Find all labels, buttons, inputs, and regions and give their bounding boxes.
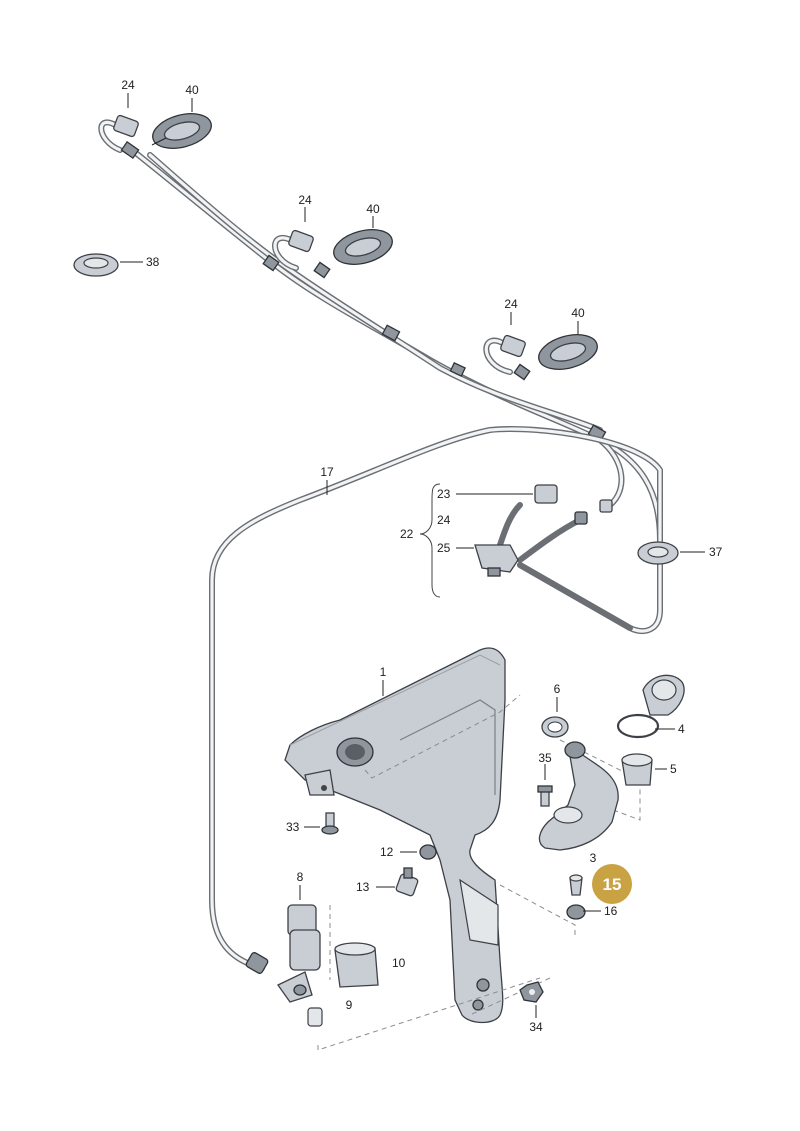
callout-leaders	[120, 93, 705, 1018]
highlighted-callout-15: 15	[592, 864, 632, 904]
callout-40: 40	[571, 306, 585, 320]
callout-23: 23	[437, 487, 451, 501]
nut-34	[519, 981, 544, 1003]
callout-24: 24	[121, 78, 135, 92]
callout-9: 9	[346, 998, 353, 1012]
part-15-small	[569, 874, 583, 896]
callout-12: 12	[380, 845, 394, 859]
callout-25: 25	[437, 541, 451, 555]
callout-38: 38	[146, 255, 160, 269]
assembly-guides	[317, 694, 641, 1051]
callout-3: 3	[590, 851, 597, 865]
callout-33: 33	[286, 820, 300, 834]
callout-6: 6	[554, 682, 561, 696]
callout-labels: 24 40 24 40 24 40 38 17 23 22 24 25 37 1…	[121, 78, 722, 1034]
callout-24: 24	[504, 297, 518, 311]
washer-reservoir-1	[284, 647, 506, 1024]
callout-22: 22	[400, 527, 414, 541]
callout-4: 4	[678, 722, 685, 736]
nozzle-set-1	[113, 113, 212, 149]
callout-13: 13	[356, 880, 370, 894]
upper-hose-harness	[98, 119, 663, 543]
callout-34: 34	[529, 1020, 543, 1034]
callout-24: 24	[437, 513, 451, 527]
grommet-38	[73, 253, 119, 277]
callout-40: 40	[366, 202, 380, 216]
screw-33	[321, 812, 339, 835]
callout-17: 17	[320, 465, 334, 479]
callout-8: 8	[297, 870, 304, 884]
callout-37: 37	[709, 545, 723, 559]
callout-24: 24	[298, 193, 312, 207]
ring-16	[566, 904, 586, 920]
grommet-37	[637, 541, 679, 565]
screw-35	[537, 785, 553, 807]
ring-6	[541, 716, 569, 738]
callout-1: 1	[380, 665, 387, 679]
connector-group-22	[419, 483, 633, 631]
seal-10	[334, 942, 379, 988]
callout-15: 15	[603, 875, 622, 894]
nozzle-set-2	[288, 229, 393, 265]
part-13	[395, 867, 419, 897]
callout-35: 35	[538, 751, 552, 765]
callout-16: 16	[604, 904, 618, 918]
cap-4	[616, 674, 685, 739]
callout-10: 10	[392, 956, 406, 970]
nozzle-set-3	[500, 334, 598, 370]
callout-5: 5	[670, 762, 677, 776]
filler-neck-3	[538, 741, 619, 851]
hose-17	[209, 426, 663, 974]
pump-8	[277, 904, 323, 1027]
highlight-circle	[592, 864, 632, 904]
callout-40: 40	[185, 83, 199, 97]
adapter-5	[621, 753, 653, 786]
part-12	[419, 844, 437, 860]
